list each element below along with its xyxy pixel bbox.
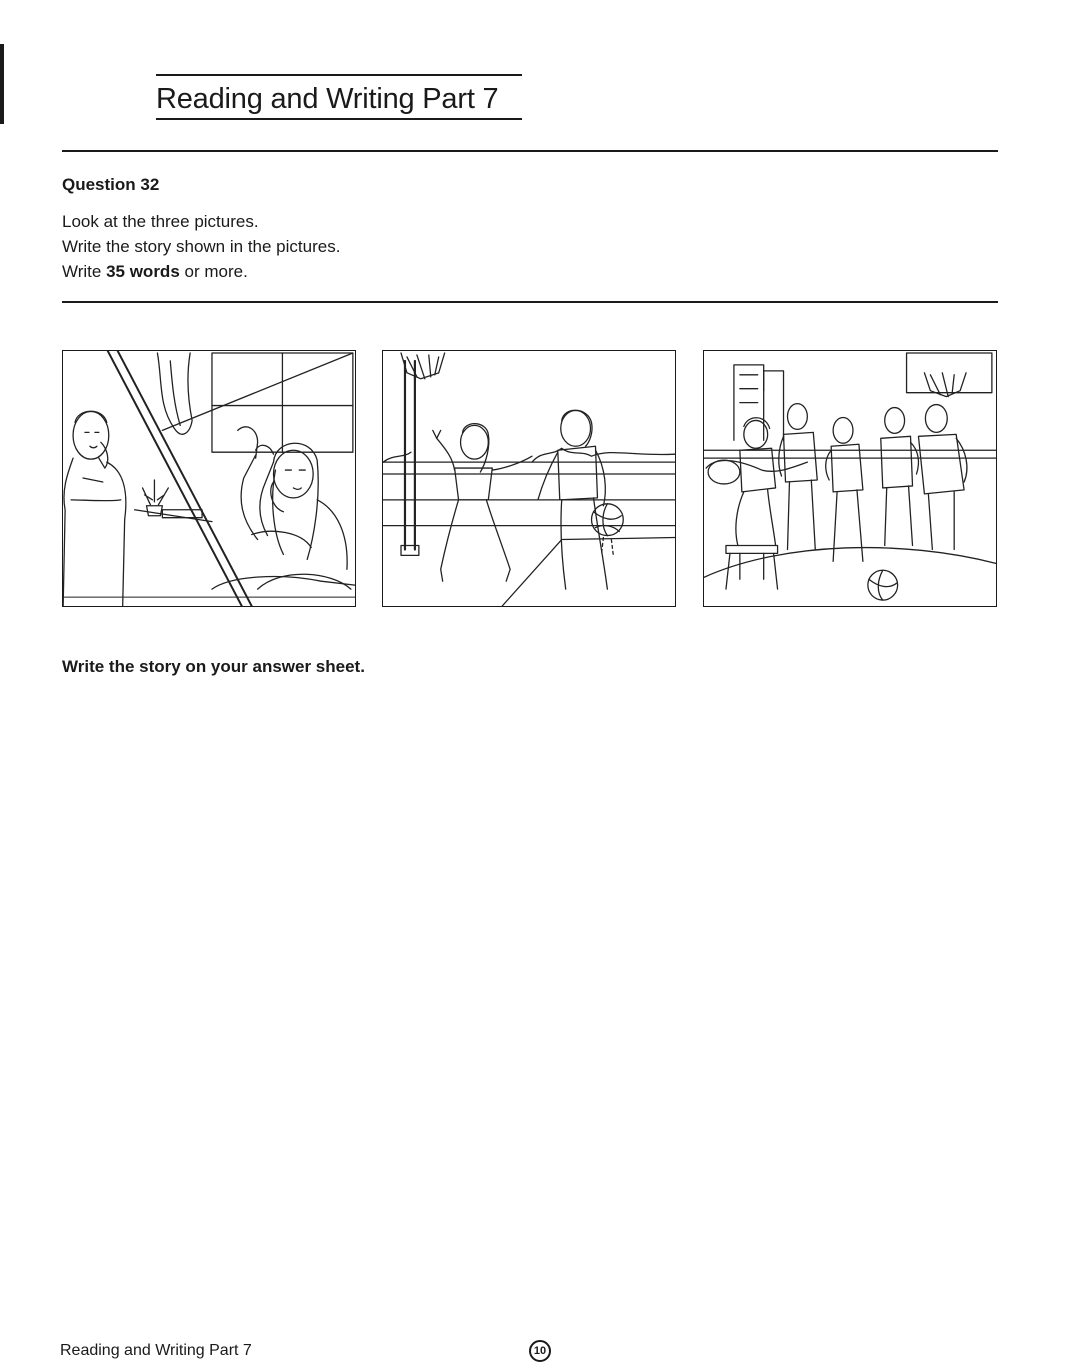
instruction-line-3-prefix: Write [62, 262, 107, 281]
divider-top [62, 150, 998, 152]
page-number: 10 [529, 1340, 551, 1362]
picture-strip [62, 350, 998, 607]
basketball-scene-icon [383, 352, 675, 606]
divider-bottom [62, 301, 998, 303]
answer-sheet-instruction: Write the story on your answer sheet. [62, 657, 365, 676]
party-guitar-scene-icon [704, 352, 996, 601]
picture-2 [382, 350, 676, 607]
instruction-line-3-suffix: or more. [179, 262, 248, 281]
title-block: Reading and Writing Part 7 [156, 74, 522, 120]
margin-bar [0, 44, 4, 124]
footer-title: Reading and Writing Part 7 [60, 1342, 252, 1359]
phone-call-scene-icon [63, 351, 355, 606]
picture-1 [62, 350, 356, 607]
instruction-line-1: Look at the three pictures. [62, 212, 259, 231]
question-label: Question 32 [62, 175, 160, 194]
page-title: Reading and Writing Part 7 [156, 83, 499, 115]
picture-3 [703, 350, 997, 607]
instruction-line-2: Write the story shown in the pictures. [62, 237, 341, 256]
instruction-line-3: Write 35 words or more. [62, 259, 340, 284]
instructions: Look at the three pictures. Write the st… [62, 209, 340, 284]
word-count: 35 words [106, 262, 180, 281]
